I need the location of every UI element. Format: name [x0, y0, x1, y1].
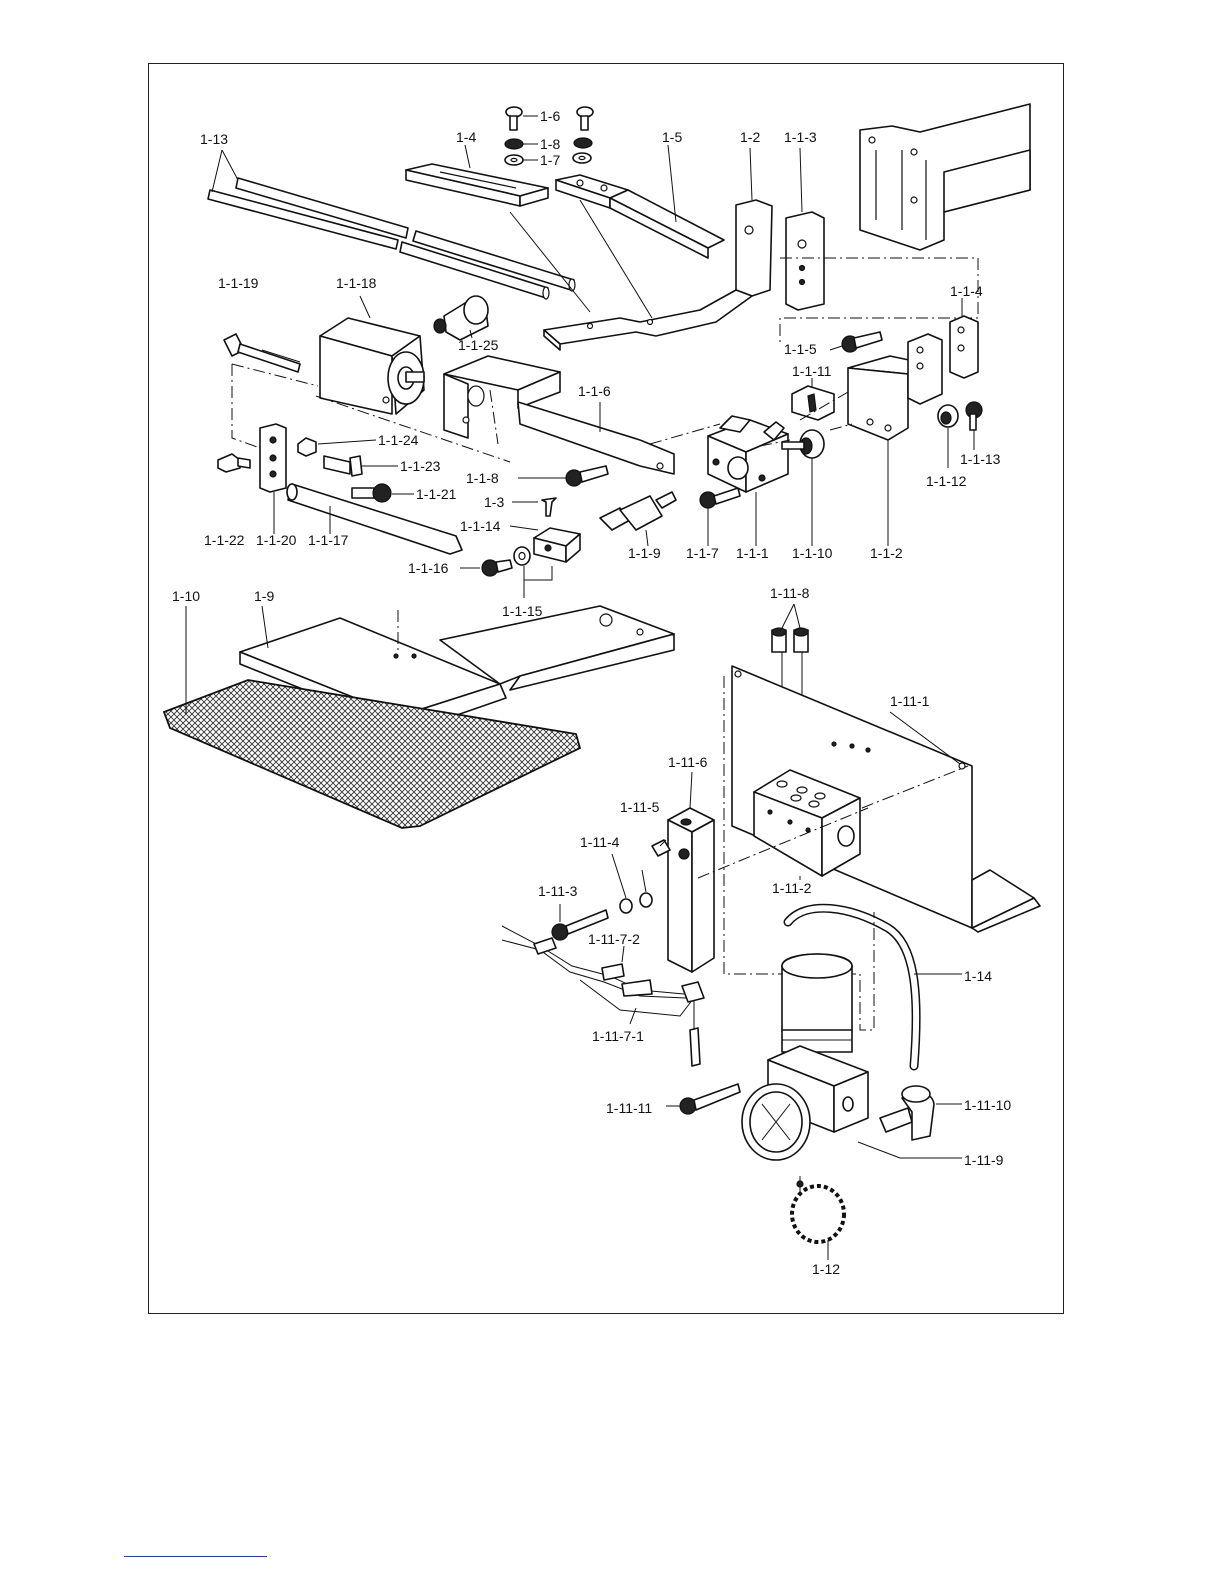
- label-1-1-12: 1-1-12: [926, 473, 967, 489]
- diagram-frame: [148, 63, 1064, 1314]
- rod-1-13: [207, 149, 576, 300]
- label-1-2: 1-2: [740, 129, 760, 145]
- label-1-10: 1-10: [172, 588, 200, 604]
- label-1-11-10: 1-11-10: [964, 1097, 1011, 1113]
- footer-rule: [124, 1556, 267, 1557]
- label-1-1-10: 1-1-10: [792, 545, 833, 561]
- plate-1-1-2: [847, 333, 943, 546]
- label-1-11-11: 1-11-11: [606, 1100, 652, 1116]
- label-1-1-15: 1-1-15: [502, 603, 543, 619]
- tube-1-14: [783, 903, 962, 1071]
- rod-1-1-17: [286, 483, 463, 555]
- wiring-1-11-7: [501, 925, 705, 1067]
- washer-1-11-4: [611, 853, 653, 914]
- label-1-11-8: 1-11-8: [770, 585, 810, 601]
- screws-1-6: [504, 106, 594, 166]
- label-1-11-6: 1-11-6: [668, 754, 708, 770]
- screw-1-11-3: [551, 904, 609, 941]
- label-1-11-9: 1-11-9: [964, 1152, 1004, 1168]
- manifold-1-11-2: [753, 765, 969, 880]
- label-1-6: 1-6: [540, 108, 560, 124]
- screw-1-1-5: [829, 331, 883, 353]
- label-1-14: 1-14: [964, 968, 992, 984]
- cylinder-1-1-18: [319, 295, 425, 415]
- label-1-9: 1-9: [254, 588, 274, 604]
- screw-1-11-11: [666, 1083, 741, 1115]
- plate-1-4: [405, 144, 549, 207]
- label-1-1-1: 1-1-1: [736, 545, 769, 561]
- fitting-1-1-9: [599, 491, 677, 547]
- label-1-8: 1-8: [540, 136, 560, 152]
- screw-1-1-7: [699, 487, 741, 546]
- label-1-1-18: 1-1-18: [336, 275, 377, 291]
- block-1-1-20: [259, 423, 287, 534]
- fittings-1-11-8: [771, 603, 809, 780]
- label-1-1-17: 1-1-17: [308, 532, 349, 548]
- block-1-1-3: [785, 147, 825, 311]
- part-labels: 1-13 1-6 1-8 1-7 1-4 1-5 1-2 1-1-3 1-1-1…: [172, 108, 1011, 1277]
- label-1-11-1: 1-11-1: [890, 693, 930, 709]
- label-1-1-9: 1-1-9: [628, 545, 661, 561]
- label-1-1-16: 1-1-16: [408, 560, 449, 576]
- solenoid-valve-1-11-6: [651, 771, 869, 973]
- label-1-1-23: 1-1-23: [400, 458, 441, 474]
- screw-1-1-16: [460, 546, 553, 598]
- label-1-11-3: 1-11-3: [538, 883, 578, 899]
- block-1-1-4: [949, 298, 979, 379]
- plate-1-5: [555, 144, 725, 259]
- label-1-1-24: 1-1-24: [378, 432, 419, 448]
- label-1-11-4: 1-11-4: [580, 834, 620, 850]
- screw-1-1-8: [518, 465, 609, 487]
- label-1-1-20: 1-1-20: [256, 532, 297, 548]
- bracket-1-2: [509, 147, 773, 351]
- label-1-1-19: 1-1-19: [218, 275, 259, 291]
- label-1-1-25: 1-1-25: [458, 337, 499, 353]
- screw-1-1-13: [965, 401, 983, 450]
- label-1-1-11: 1-1-11: [792, 363, 832, 379]
- machine-frame: [859, 103, 1031, 251]
- label-1-13: 1-13: [200, 131, 228, 147]
- clip-1-1-11: [791, 378, 835, 421]
- label-1-11-7-2: 1-11-7-2: [588, 931, 640, 947]
- gear-1-1-10: [781, 429, 825, 546]
- label-1-7: 1-7: [540, 152, 560, 168]
- block-1-1-14: [509, 497, 581, 563]
- chain-1-12: [790, 1176, 846, 1260]
- label-1-1-13: 1-1-13: [960, 451, 1001, 467]
- label-1-1-14: 1-1-14: [460, 518, 501, 534]
- label-1-1-6: 1-1-6: [578, 383, 611, 399]
- label-1-11-7-1: 1-11-7-1: [592, 1028, 644, 1044]
- label-1-1-5: 1-1-5: [784, 341, 817, 357]
- block-1-1-1: [707, 415, 789, 546]
- bracket-1-1-6: [443, 355, 675, 475]
- label-1-1-3: 1-1-3: [784, 129, 817, 145]
- label-1-1-8: 1-1-8: [466, 470, 499, 486]
- label-1-11-2: 1-11-2: [772, 880, 812, 896]
- label-1-1-2: 1-1-2: [870, 545, 903, 561]
- label-1-12: 1-12: [812, 1261, 840, 1277]
- label-1-1-7: 1-1-7: [686, 545, 719, 561]
- nut-1-1-12: [937, 404, 959, 468]
- mesh-pad-1-10: [162, 606, 582, 829]
- label-1-1-21: 1-1-21: [416, 486, 457, 502]
- label-1-11-5: 1-11-5: [620, 799, 660, 815]
- elbow-1-11-10: [879, 1085, 962, 1141]
- label-1-1-22: 1-1-22: [204, 532, 245, 548]
- label-1-3: 1-3: [484, 494, 504, 510]
- nuts-bolts-1-1-2x: [217, 437, 414, 503]
- label-1-5: 1-5: [662, 129, 682, 145]
- filter-regulator-1-11-9: [723, 676, 962, 1161]
- label-1-1-4: 1-1-4: [950, 283, 983, 299]
- label-1-4: 1-4: [456, 129, 476, 145]
- bolt-1-1-19: [223, 333, 301, 373]
- fitting-1-1-25: [433, 295, 489, 341]
